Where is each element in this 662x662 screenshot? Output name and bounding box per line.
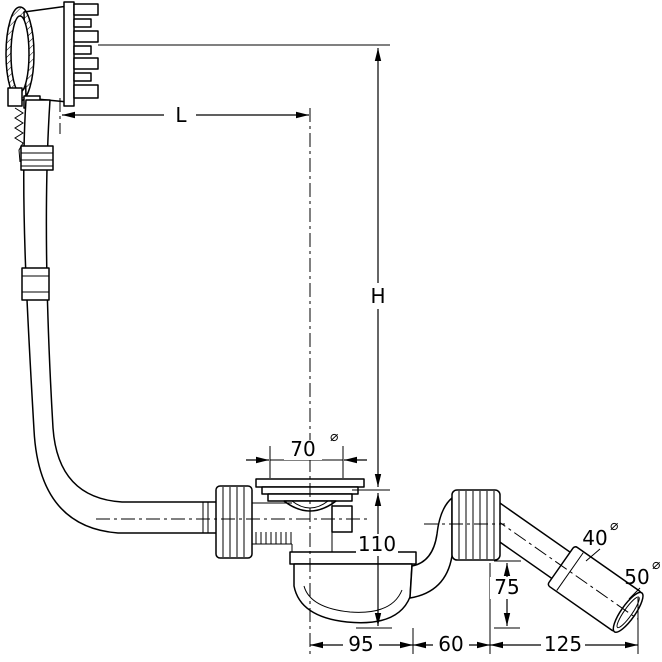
bracket-plate	[73, 18, 92, 28]
dim-label-60: 60	[438, 632, 463, 656]
dim-label-50: 50	[624, 565, 649, 589]
trap-bowl-inner	[303, 585, 403, 613]
outlet-elbow	[409, 497, 453, 599]
dim-label-H: H	[370, 284, 385, 308]
bracket-bar	[63, 1, 75, 107]
rosette-inner	[10, 15, 30, 93]
cable-clamp	[7, 87, 23, 107]
dim-label-75: 75	[494, 575, 519, 599]
overflow-pipe	[20, 99, 219, 534]
bracket-plate	[73, 45, 92, 55]
diameter-symbol-70: ⌀	[330, 429, 339, 445]
extension-lines	[98, 44, 639, 654]
outlet-union-nut	[451, 489, 501, 561]
outlet-centerline	[493, 517, 639, 620]
centerlines	[59, 98, 505, 656]
dim-label-125: 125	[544, 632, 582, 656]
dim-label-40: 40	[582, 526, 607, 550]
dim-label-95: 95	[348, 632, 373, 656]
overflow-head	[5, 1, 99, 163]
bracket-plate	[73, 57, 99, 70]
plug-dome	[283, 500, 337, 512]
pipe-sleeve	[21, 267, 50, 301]
diameter-symbol-50: ⌀	[652, 557, 661, 573]
dim-label-110: 110	[358, 532, 396, 556]
diameter-symbol-40: ⌀	[610, 518, 619, 534]
bracket-plate	[73, 72, 92, 82]
thread-ribs	[255, 532, 292, 544]
dimension-labels: L H 70 ⌀ 110 75 95 60 125 40 ⌀ 50 ⌀	[164, 103, 661, 656]
leader-50	[628, 587, 641, 600]
leader-40	[585, 548, 601, 562]
bracket-plate	[73, 84, 99, 99]
outlet-pipe-group	[480, 502, 644, 633]
dim-label-L: L	[175, 103, 187, 127]
bracket-plate	[73, 3, 99, 16]
dim-label-70: 70	[290, 437, 315, 461]
bracket-plate	[73, 30, 99, 43]
pipe-union-nut	[215, 485, 253, 559]
trap-bowl	[293, 563, 413, 624]
